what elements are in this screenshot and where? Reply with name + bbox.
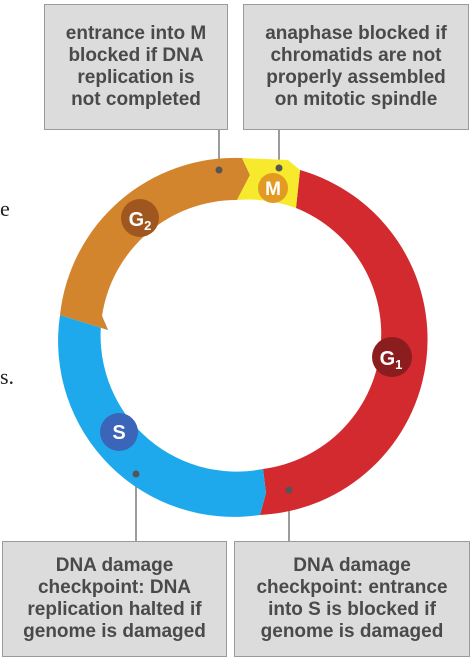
g1-label-subscript: 1	[395, 357, 402, 372]
checkpoint-callout-g1-s: DNA damage checkpoint: entrance into S i…	[234, 541, 470, 657]
m-phase-label: M	[265, 179, 281, 200]
checkpoint-callout-anaphase: anaphase blocked if chromatids are not p…	[243, 4, 469, 130]
g1-phase-label: G1	[380, 348, 403, 372]
g2-phase-segment	[60, 157, 250, 330]
g1-phase-segment	[260, 170, 428, 515]
checkpoint-callout-s-phase: DNA damage checkpoint: DNA replication h…	[2, 541, 227, 657]
g1-phase-marker	[372, 337, 412, 377]
margin-text-upper: e	[0, 196, 10, 221]
g2-phase-marker	[121, 199, 159, 237]
s-phase-marker	[100, 413, 138, 451]
checkpoint-text-anaphase: anaphase blocked if chromatids are not p…	[265, 23, 447, 110]
connector-dot-bottom-left	[132, 470, 140, 478]
checkpoint-text-g2-m: entrance into M blocked if DNA replicati…	[65, 23, 207, 110]
connector-dot-top-left	[215, 166, 223, 174]
g2-label-subscript: 2	[144, 218, 151, 233]
checkpoint-text-g1-s: DNA damage checkpoint: entrance into S i…	[256, 555, 448, 642]
s-phase-label: S	[112, 422, 125, 444]
checkpoint-callout-g2-m: entrance into M blocked if DNA replicati…	[44, 4, 228, 130]
connector-dot-top-right	[275, 164, 283, 172]
checkpoint-text-s-phase: DNA damage checkpoint: DNA replication h…	[23, 555, 206, 642]
g2-label-base: G	[129, 209, 145, 231]
s-phase-segment	[58, 315, 266, 517]
g1-label-base: G	[380, 348, 396, 370]
m-phase-marker	[258, 173, 288, 203]
margin-text-lower: s.	[0, 364, 15, 389]
connector-dot-bottom-right	[285, 486, 293, 494]
g2-phase-label: G2	[129, 209, 152, 233]
